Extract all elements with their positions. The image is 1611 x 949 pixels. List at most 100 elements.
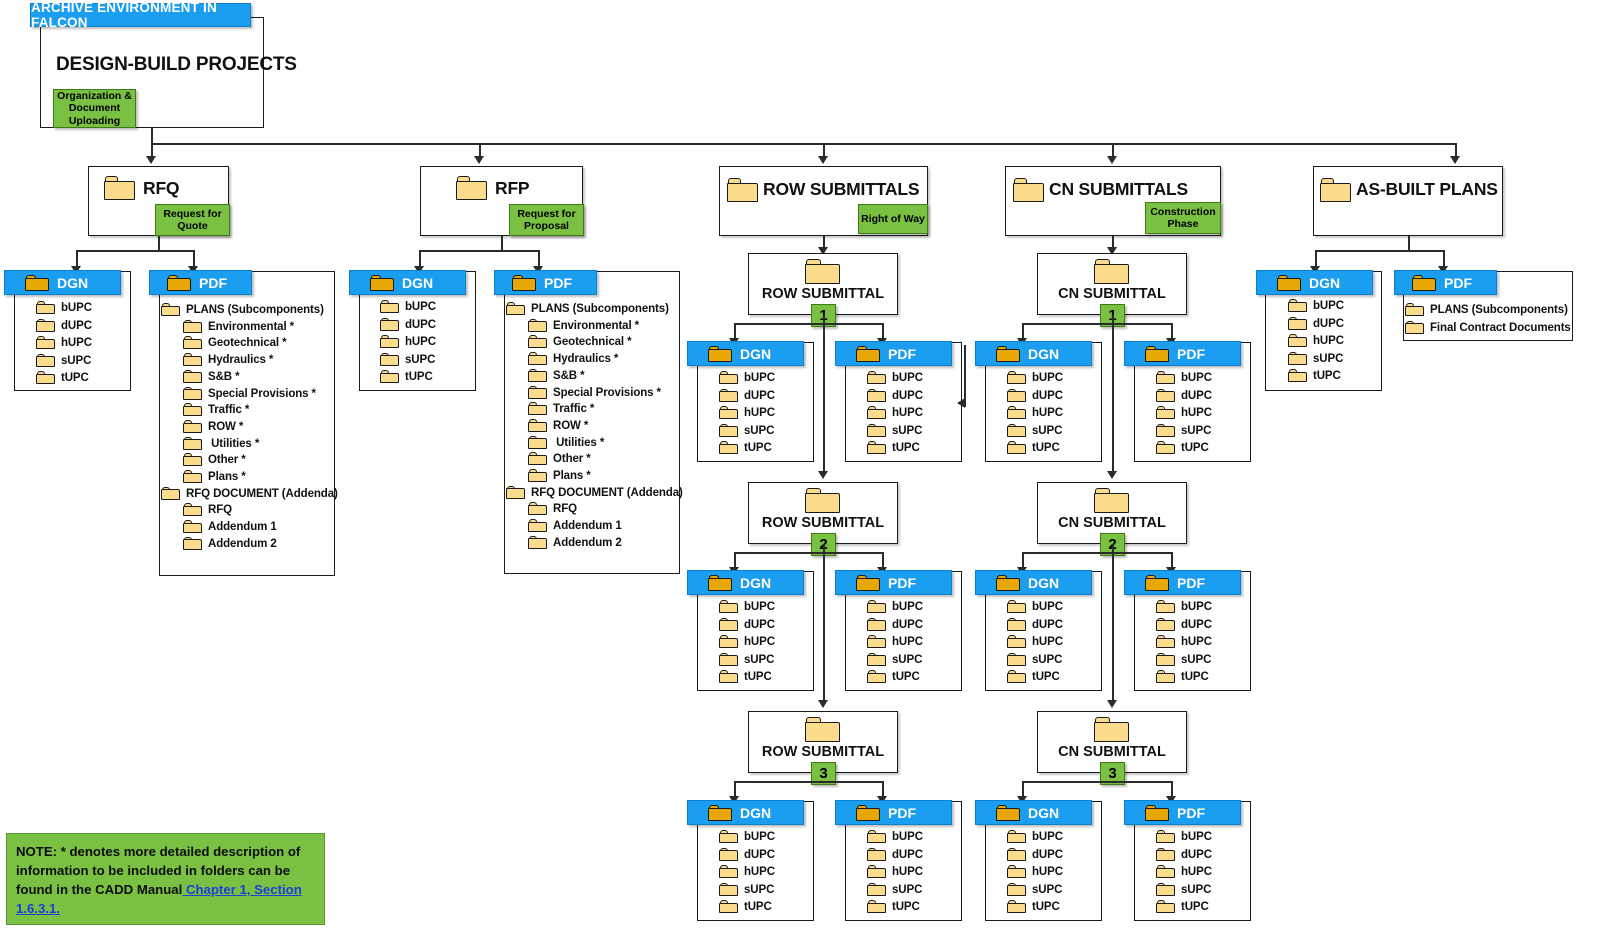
submittal-pdf-header[interactable]: PDF <box>835 341 952 366</box>
tree-row[interactable]: sUPC <box>1288 351 1343 365</box>
tree-row[interactable]: Environmental * <box>183 319 294 333</box>
tree-row[interactable]: hUPC <box>1007 405 1063 420</box>
tree-row[interactable]: dUPC <box>719 617 775 631</box>
submittal-dgn-header[interactable]: DGN <box>975 341 1092 366</box>
rfq-dgn-header[interactable]: DGN <box>4 270 121 295</box>
tree-row[interactable]: hUPC <box>1007 634 1063 649</box>
tree-row[interactable]: tUPC <box>1288 368 1341 383</box>
tree-row[interactable]: bUPC <box>380 299 436 313</box>
tree-row[interactable]: tUPC <box>719 440 772 455</box>
tree-row[interactable]: Traffic * <box>528 401 594 416</box>
tree-row[interactable]: dUPC <box>1156 847 1212 861</box>
tree-row[interactable]: sUPC <box>867 652 922 666</box>
submittal-pdf-header[interactable]: PDF <box>835 800 952 825</box>
tree-row[interactable]: Traffic * <box>183 402 249 417</box>
tree-row[interactable]: sUPC <box>719 652 774 666</box>
tree-row[interactable]: dUPC <box>719 388 775 402</box>
tree-row[interactable]: Addendum 2 <box>528 535 622 549</box>
tree-row[interactable]: hUPC <box>867 405 923 420</box>
tree-row[interactable]: dUPC <box>380 317 436 331</box>
tree-row[interactable]: Final Contract Documents <box>1405 320 1571 334</box>
tree-row[interactable]: dUPC <box>36 318 92 332</box>
tree-row[interactable]: hUPC <box>36 335 92 350</box>
tree-row[interactable]: Addendum 1 <box>528 518 622 533</box>
tree-row[interactable]: bUPC <box>1156 599 1212 613</box>
tree-row[interactable]: Utilities * <box>183 436 259 450</box>
submittal-dgn-header[interactable]: DGN <box>975 570 1092 595</box>
tree-row[interactable]: Utilities * <box>528 435 604 449</box>
tree-row[interactable]: bUPC <box>719 599 775 613</box>
tree-row[interactable]: Addendum 1 <box>183 519 277 534</box>
tree-row[interactable]: dUPC <box>1007 617 1063 631</box>
submittal-dgn-header[interactable]: DGN <box>687 570 804 595</box>
tree-row[interactable]: sUPC <box>719 423 774 437</box>
tree-row[interactable]: hUPC <box>867 864 923 879</box>
tree-row[interactable]: tUPC <box>867 899 920 914</box>
tree-row[interactable]: dUPC <box>1288 316 1344 330</box>
tree-row[interactable]: sUPC <box>36 353 91 367</box>
submittal-pdf-header[interactable]: PDF <box>835 570 952 595</box>
tree-row[interactable]: bUPC <box>1288 298 1344 312</box>
tree-row[interactable]: Special Provisions * <box>183 386 316 400</box>
submittal-pdf-header[interactable]: PDF <box>1124 570 1241 595</box>
tree-row[interactable]: tUPC <box>1156 440 1209 455</box>
tree-row[interactable]: hUPC <box>867 634 923 649</box>
tree-row[interactable]: ROW * <box>528 418 588 432</box>
tree-row[interactable]: tUPC <box>1156 669 1209 684</box>
tree-row[interactable]: hUPC <box>1156 634 1212 649</box>
tree-row[interactable]: bUPC <box>1007 829 1063 843</box>
asbuilt-pdf-header[interactable]: PDF <box>1394 270 1497 295</box>
tree-row[interactable]: RFQ DOCUMENT (Addenda) <box>506 485 683 499</box>
tree-row[interactable]: RFQ <box>183 502 232 517</box>
tree-row[interactable]: dUPC <box>719 847 775 861</box>
rfp-pdf-header[interactable]: PDF <box>494 270 597 295</box>
submittal-dgn-header[interactable]: DGN <box>687 341 804 366</box>
tree-row[interactable]: bUPC <box>36 300 92 314</box>
tree-row[interactable]: hUPC <box>1007 864 1063 879</box>
tree-row[interactable]: Geotechnical * <box>528 334 632 349</box>
tree-row[interactable]: bUPC <box>719 370 775 384</box>
tree-row[interactable]: tUPC <box>1007 899 1060 914</box>
tree-row[interactable]: Geotechnical * <box>183 335 287 350</box>
tree-row[interactable]: sUPC <box>1007 882 1062 896</box>
tree-row[interactable]: hUPC <box>1156 864 1212 879</box>
asbuilt-dgn-header[interactable]: DGN <box>1256 270 1373 295</box>
tree-row[interactable]: dUPC <box>1156 388 1212 402</box>
tree-row[interactable]: sUPC <box>1007 423 1062 437</box>
tree-row[interactable]: sUPC <box>1156 882 1211 896</box>
tree-row[interactable]: tUPC <box>719 899 772 914</box>
tree-row[interactable]: bUPC <box>719 829 775 843</box>
tree-row[interactable]: Plans * <box>183 469 246 483</box>
tree-row[interactable]: tUPC <box>36 370 89 385</box>
tree-row[interactable]: tUPC <box>380 369 433 384</box>
tree-row[interactable]: sUPC <box>380 352 435 366</box>
tree-row[interactable]: bUPC <box>867 599 923 613</box>
tree-row[interactable]: tUPC <box>867 669 920 684</box>
tree-row[interactable]: tUPC <box>1156 899 1209 914</box>
submittal-dgn-header[interactable]: DGN <box>975 800 1092 825</box>
tree-row[interactable]: tUPC <box>719 669 772 684</box>
tree-row[interactable]: Hydraulics * <box>183 352 273 367</box>
tree-row[interactable]: bUPC <box>1156 829 1212 843</box>
submittal-pdf-header[interactable]: PDF <box>1124 341 1241 366</box>
tree-row[interactable]: bUPC <box>1007 599 1063 613</box>
tree-row[interactable]: hUPC <box>380 334 436 349</box>
tree-row[interactable]: bUPC <box>1156 370 1212 384</box>
tree-row[interactable]: Hydraulics * <box>528 351 618 366</box>
cadd-manual-link[interactable]: Chapter 1, Section 1.6.3.1. <box>16 882 302 916</box>
tree-row[interactable]: hUPC <box>1156 405 1212 420</box>
tree-row[interactable]: tUPC <box>1007 669 1060 684</box>
tree-row[interactable]: Other * <box>183 452 246 467</box>
rfp-dgn-header[interactable]: DGN <box>349 270 466 295</box>
tree-row[interactable]: Special Provisions * <box>528 385 661 399</box>
tree-row[interactable]: dUPC <box>867 847 923 861</box>
tree-row[interactable]: ROW * <box>183 419 243 433</box>
tree-row[interactable]: PLANS (Subcomponents) <box>161 302 324 316</box>
tree-row[interactable]: Environmental * <box>528 318 639 332</box>
tree-row[interactable]: sUPC <box>1007 652 1062 666</box>
rfq-pdf-header[interactable]: PDF <box>149 270 252 295</box>
tree-row[interactable]: sUPC <box>1156 423 1211 437</box>
tree-row[interactable]: hUPC <box>719 864 775 879</box>
tree-row[interactable]: Addendum 2 <box>183 536 277 550</box>
tree-row[interactable]: RFQ DOCUMENT (Addenda) <box>161 486 338 500</box>
